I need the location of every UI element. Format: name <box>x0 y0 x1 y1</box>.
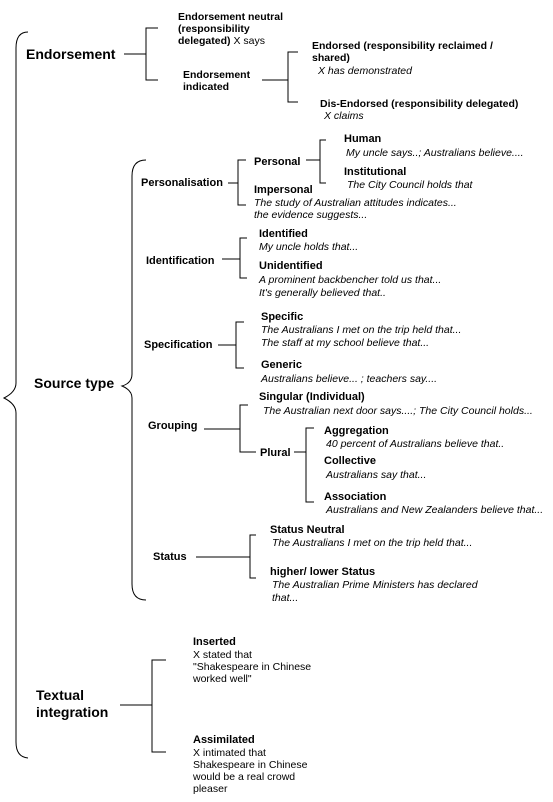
textual-integration-label-line-2: integration <box>36 704 109 720</box>
specific-example-line-1: The Australians I met on the trip held t… <box>261 324 462 336</box>
specification-bracket <box>235 321 244 369</box>
textual-integration-bracket <box>151 659 166 753</box>
generic-label: Generic <box>261 359 302 371</box>
inserted-label: Inserted <box>193 636 236 648</box>
human-label: Human <box>344 133 382 145</box>
endorsement-neutral-line-3: delegated) X says <box>178 35 265 47</box>
institutional-label: Institutional <box>344 166 407 178</box>
personal-bracket <box>319 139 326 184</box>
indicated-bracket <box>287 51 298 103</box>
impersonal-label: Impersonal <box>254 184 313 196</box>
assimilated-example-line-3: would be a real crowd <box>193 771 296 783</box>
assimilated-example-line-2: Shakespeare in Chinese <box>193 759 308 771</box>
higher-lower-example-line-2: that... <box>272 592 299 604</box>
status-bracket <box>249 534 256 579</box>
association-example: Australians and New Zealanders believe t… <box>326 504 544 516</box>
impersonal-example-line-1: The study of Australian attitudes indica… <box>254 197 457 209</box>
endorsement-neutral-title-line-3: delegated) <box>178 35 231 47</box>
dis-endorsed-example: X claims <box>324 110 364 122</box>
textual-integration-label-line-1: Textual <box>36 687 84 703</box>
endorsed-title-line-1: Endorsed (responsibility reclaimed / <box>312 40 493 52</box>
dis-endorsed-title: Dis-Endorsed (responsibility delegated) <box>320 98 519 110</box>
inserted-example-line-1: X stated that <box>193 649 252 661</box>
identification-label: Identification <box>146 255 215 267</box>
root-brace <box>2 31 29 759</box>
endorsement-neutral-title-line-1: Endorsement neutral <box>178 11 284 23</box>
impersonal-example-line-2: the evidence suggests... <box>254 209 368 221</box>
specific-example-line-2: The staff at my school believe that... <box>261 337 430 349</box>
grouping-bracket <box>239 404 256 453</box>
source-type-brace <box>120 159 147 601</box>
inserted-example-line-3: worked well" <box>193 673 252 685</box>
identified-label: Identified <box>259 228 308 240</box>
endorsement-indicated-title-line-2: indicated <box>183 81 230 93</box>
aggregation-label: Aggregation <box>324 425 389 437</box>
institutional-example: The City Council holds that <box>347 179 473 191</box>
status-neutral-example: The Australians I met on the trip held t… <box>272 537 473 549</box>
specific-label: Specific <box>261 311 304 323</box>
unidentified-label: Unidentified <box>259 260 323 272</box>
aggregation-example: 40 percent of Australians believe that.. <box>326 438 505 450</box>
endorsement-neutral-example: X says <box>233 35 265 47</box>
plural-label: Plural <box>260 447 291 459</box>
assimilated-example-line-1: X intimated that <box>193 747 266 759</box>
plural-bracket <box>305 427 314 503</box>
endorsement-indicated-title-line-1: Endorsement <box>183 69 251 81</box>
unidentified-example-line-1: A prominent backbencher told us that... <box>259 274 442 286</box>
source-type-label: Source type <box>34 375 115 391</box>
generic-example: Australians believe... ; teachers say...… <box>261 373 438 385</box>
human-example: My uncle says..; Australians believe.... <box>346 147 524 159</box>
status-label: Status <box>153 551 187 563</box>
singular-example: The Australian next door says....; The C… <box>263 405 533 417</box>
status-neutral-label: Status Neutral <box>270 524 345 536</box>
personal-label: Personal <box>254 156 301 168</box>
personalisation-bracket <box>237 159 246 206</box>
inserted-example-line-2: "Shakespeare in Chinese <box>193 661 312 673</box>
endorsement-neutral-title-line-2: (responsibility <box>178 23 250 35</box>
endorsement-bracket <box>145 27 158 81</box>
higher-lower-status-label: higher/ lower Status <box>270 566 376 578</box>
assimilated-label: Assimilated <box>193 734 255 746</box>
association-label: Association <box>324 491 387 503</box>
identified-example: My uncle holds that... <box>259 241 359 253</box>
specification-label: Specification <box>144 339 213 351</box>
identification-bracket <box>239 237 247 279</box>
collective-label: Collective <box>324 455 376 467</box>
higher-lower-example-line-1: The Australian Prime Ministers has decla… <box>272 579 478 591</box>
endorsement-label: Endorsement <box>26 46 116 62</box>
endorsed-title-line-2: shared) <box>312 52 350 64</box>
endorsed-example: X has demonstrated <box>318 65 412 77</box>
singular-label: Singular (Individual) <box>259 391 365 403</box>
assimilated-example-line-4: pleaser <box>193 783 228 795</box>
personalisation-label: Personalisation <box>141 177 223 189</box>
collective-example: Australians say that... <box>326 469 427 481</box>
grouping-label: Grouping <box>148 420 198 432</box>
unidentified-example-line-2: It's generally believed that.. <box>259 287 386 299</box>
